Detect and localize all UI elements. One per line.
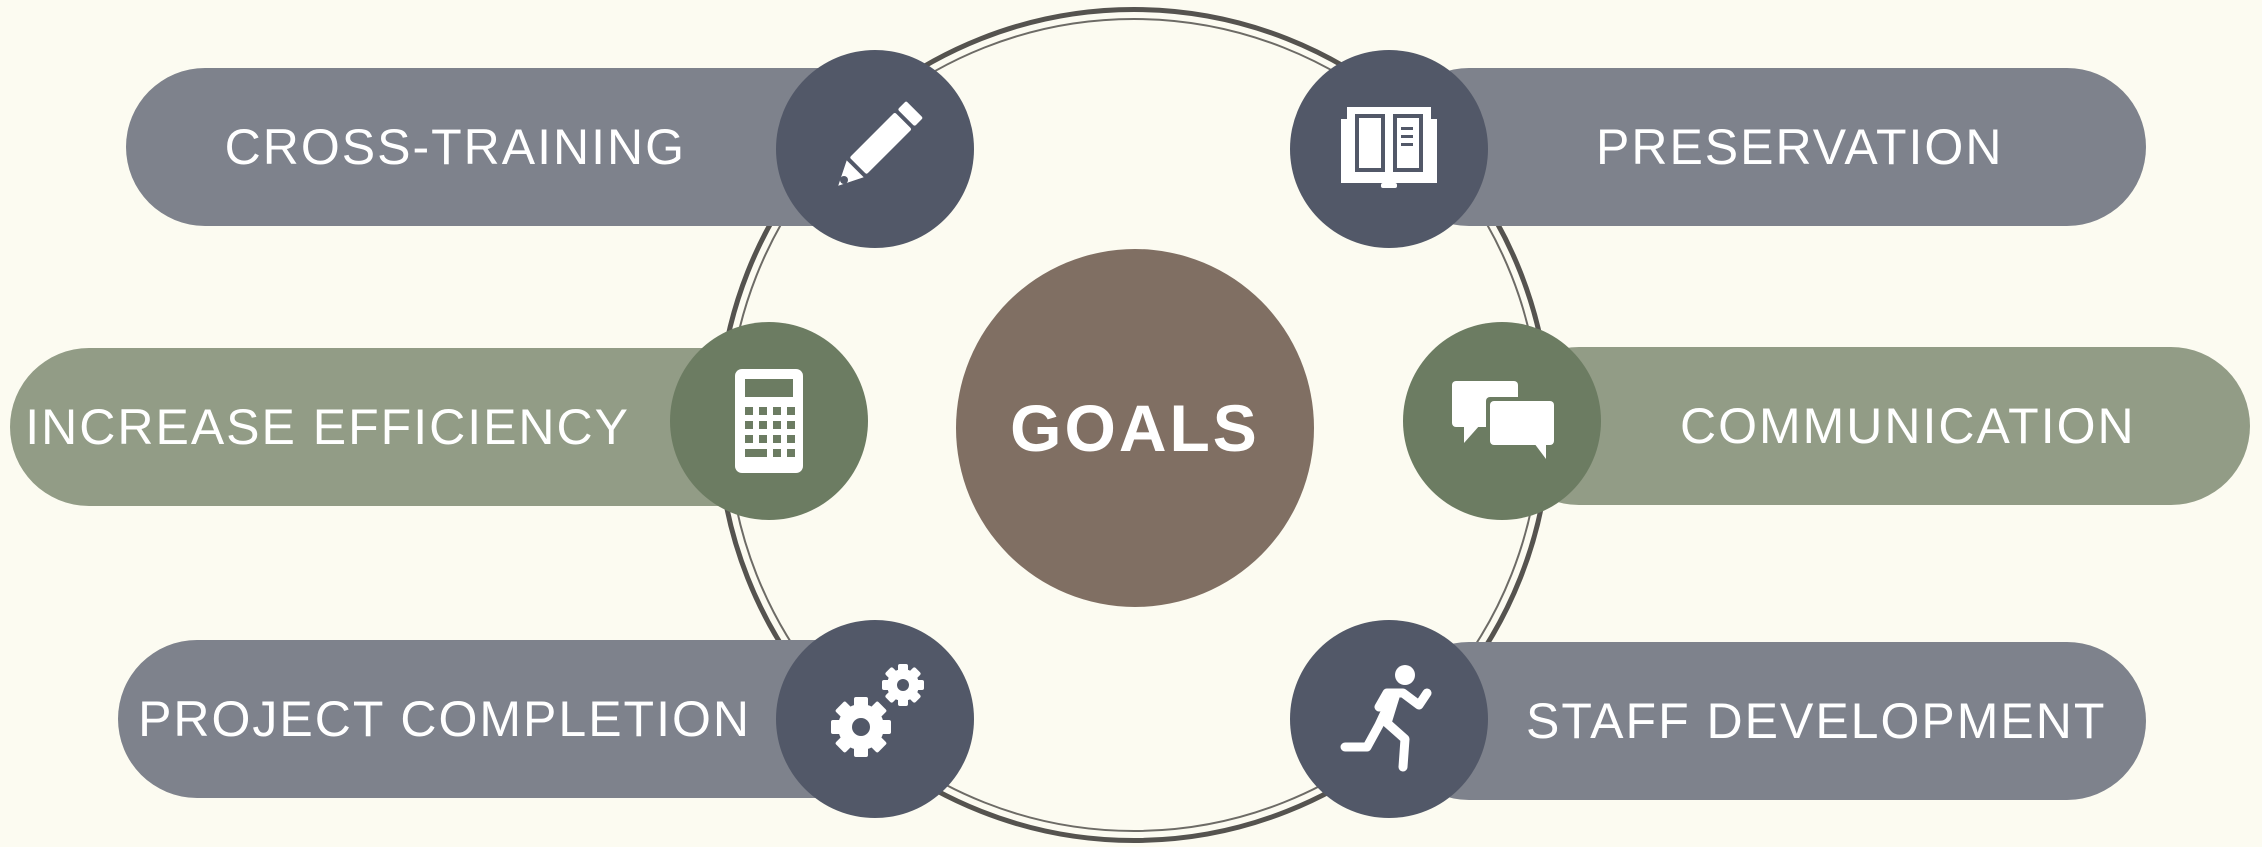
goal-label: COMMUNICATION xyxy=(1680,398,2136,454)
center-label: GOALS xyxy=(1010,391,1260,465)
goal-pill-project-completion: PROJECT COMPLETION xyxy=(118,640,916,798)
calculator-icon xyxy=(735,369,803,473)
goal-pill-communication: COMMUNICATION xyxy=(1500,347,2250,505)
calculator-badge xyxy=(670,322,868,520)
speech-bubbles-badge xyxy=(1403,322,1601,520)
goal-label: CROSS-TRAINING xyxy=(224,119,686,175)
goal-pill-staff-development: STAFF DEVELOPMENT xyxy=(1390,642,2146,800)
pencil-badge xyxy=(776,50,974,248)
goal-label: PRESERVATION xyxy=(1596,119,2004,175)
running-person-icon xyxy=(1340,665,1432,772)
goal-label: INCREASE EFFICIENCY xyxy=(25,399,630,455)
goals-center: GOALS xyxy=(956,249,1314,607)
book-badge xyxy=(1290,50,1488,248)
gears-icon xyxy=(831,664,924,757)
pencil-icon xyxy=(838,101,923,186)
goal-label: STAFF DEVELOPMENT xyxy=(1526,693,2107,749)
goal-label: PROJECT COMPLETION xyxy=(138,691,751,747)
book-icon xyxy=(1341,107,1437,188)
speech-bubbles-icon xyxy=(1452,381,1556,459)
goal-pill-preservation: PRESERVATION xyxy=(1390,68,2146,226)
gears-badge xyxy=(776,620,974,818)
running-person-badge xyxy=(1290,620,1488,818)
